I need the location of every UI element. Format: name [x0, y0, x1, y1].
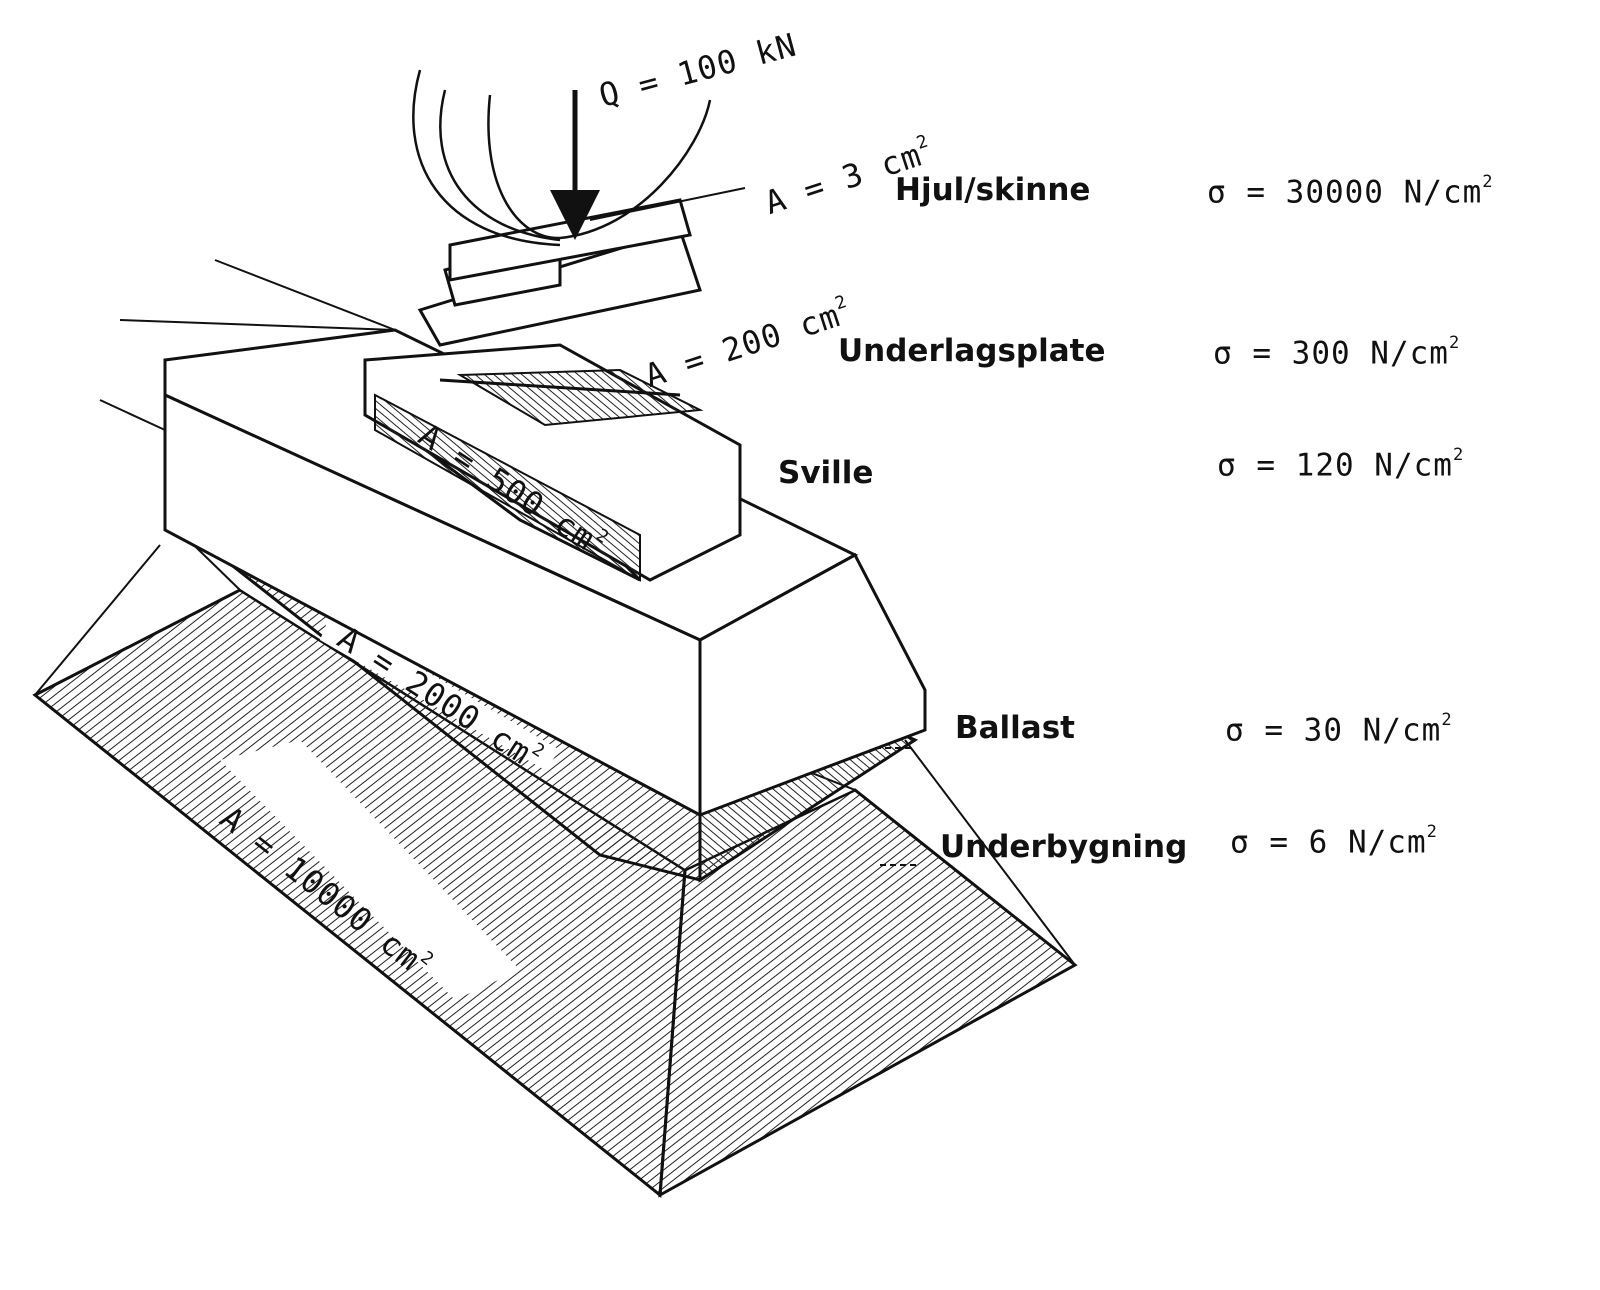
stress-hjul-skinne: σ = 30000 N/cm2 — [1207, 172, 1494, 210]
stress-text: σ = 120 N/cm — [1217, 447, 1453, 484]
layer-name-hjul-skinne: Hjul/skinne — [895, 172, 1091, 208]
stress-exponent: 2 — [1482, 172, 1494, 192]
stress-sville: σ = 120 N/cm2 — [1217, 445, 1464, 483]
stress-exponent: 2 — [1426, 822, 1438, 842]
stress-exponent: 2 — [1441, 710, 1453, 730]
stress-text: σ = 6 N/cm — [1230, 824, 1427, 861]
stress-text: σ = 300 N/cm — [1213, 335, 1449, 372]
stress-text: σ = 30000 N/cm — [1207, 174, 1483, 211]
layer-name-sville: Sville — [778, 455, 874, 491]
layer-name-ballast: Ballast — [955, 710, 1075, 746]
stress-ballast: σ = 30 N/cm2 — [1225, 710, 1453, 748]
stress-exponent: 2 — [1448, 333, 1461, 353]
tie-plate — [363, 343, 742, 582]
leader-lines — [589, 187, 920, 866]
stress-underlagsplate: σ = 300 N/cm2 — [1213, 333, 1460, 371]
stress-exponent: 2 — [1452, 445, 1465, 465]
stress-text: σ = 30 N/cm — [1225, 712, 1442, 749]
layer-name-underlagsplate: Underlagsplate — [838, 333, 1106, 369]
stress-underbygning: σ = 6 N/cm2 — [1230, 822, 1438, 860]
layer-name-underbygning: Underbygning — [940, 829, 1188, 865]
rail — [417, 198, 702, 347]
